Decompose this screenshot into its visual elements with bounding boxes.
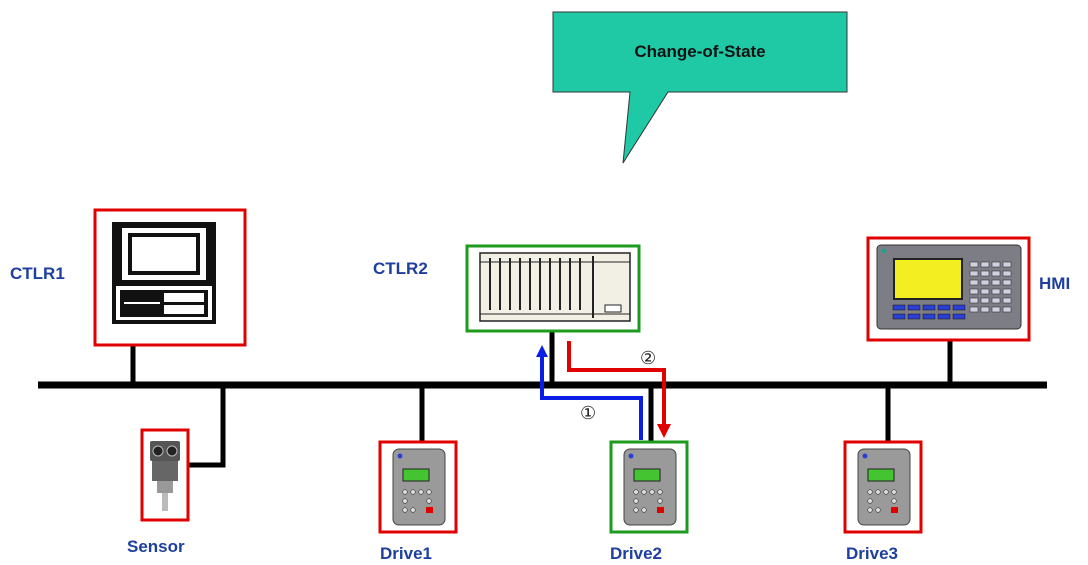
sensor-node[interactable] xyxy=(140,428,190,522)
ctlr2-label: CTLR2 xyxy=(373,259,428,278)
step2-marker: ② xyxy=(640,348,656,369)
ctlr1-node[interactable] xyxy=(93,208,247,347)
hmi-label: HMI xyxy=(1039,274,1070,293)
hmi-node[interactable] xyxy=(866,236,1031,342)
drive3-device-icon xyxy=(857,448,911,526)
network-drops xyxy=(130,330,953,468)
drive3-node[interactable] xyxy=(843,440,923,534)
ctlr1-label: CTLR1 xyxy=(10,264,65,283)
drive2-device-icon xyxy=(623,448,677,526)
drive1-device-icon xyxy=(392,448,446,526)
ctlr2-node[interactable] xyxy=(465,244,641,333)
sensor-label: Sensor xyxy=(127,537,185,556)
drive2-label: Drive2 xyxy=(610,544,662,563)
sensor-device-icon xyxy=(150,441,180,511)
change-of-state-callout: Change-of-State xyxy=(552,11,848,164)
step2-arrow xyxy=(567,341,671,438)
step1-marker: ① xyxy=(580,403,596,424)
callout-text: Change-of-State xyxy=(634,42,765,61)
step1-arrow xyxy=(536,345,643,440)
ctlr1-computer-icon xyxy=(112,222,216,324)
drive3-label: Drive3 xyxy=(846,544,898,563)
drive1-node[interactable] xyxy=(378,440,458,534)
hmi-panel-icon xyxy=(876,244,1022,330)
ctlr2-plc-rack-icon xyxy=(479,252,631,322)
drive2-node[interactable] xyxy=(609,440,689,534)
drive1-label: Drive1 xyxy=(380,544,432,563)
